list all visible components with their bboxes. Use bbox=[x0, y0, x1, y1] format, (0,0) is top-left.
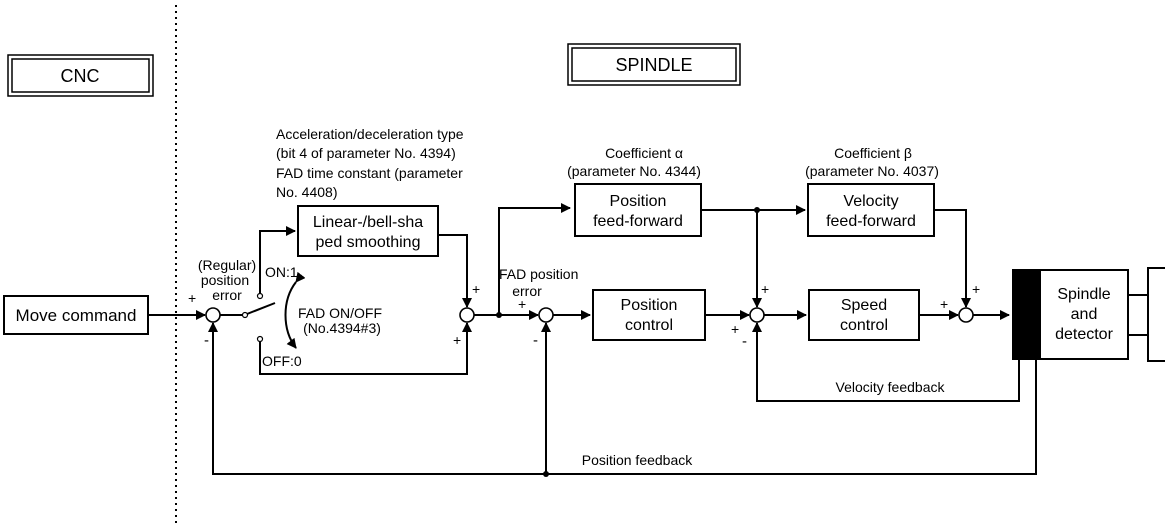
sj2-plus-bottom: + bbox=[453, 332, 461, 348]
sj3-minus: - bbox=[533, 332, 538, 349]
accel-note-3: FAD time constant (parameter bbox=[276, 165, 463, 181]
fad-error-line2: error bbox=[512, 283, 542, 299]
spindle-line2: and bbox=[1071, 306, 1098, 323]
branch-to-pos-ff bbox=[498, 203, 571, 315]
sj5-plus-left: + bbox=[940, 296, 948, 312]
sj4-minus: - bbox=[742, 333, 747, 350]
coef-alpha-line2: (parameter No. 4344) bbox=[567, 163, 701, 179]
switch-blade bbox=[246, 302, 276, 315]
accel-note-4: No. 4408) bbox=[276, 184, 337, 200]
position-feedback-wire bbox=[208, 322, 1037, 475]
vel-ff-line2: feed-forward bbox=[826, 213, 916, 230]
fad-error-line1: FAD position bbox=[499, 266, 578, 282]
speed-control-block bbox=[808, 289, 920, 341]
summing-junction-4 bbox=[749, 307, 765, 323]
pos-ff-line1: Position bbox=[610, 193, 667, 210]
switch-toggle-arrow bbox=[284, 271, 306, 349]
fad-switch-line1: FAD ON/OFF bbox=[298, 305, 382, 321]
sj1-minus: - bbox=[204, 332, 209, 349]
pos-ff-line2: feed-forward bbox=[593, 213, 683, 230]
regular-error-line3: error bbox=[212, 287, 242, 303]
motor-bracket bbox=[1147, 267, 1165, 362]
velocity-feedback-label: Velocity feedback bbox=[836, 379, 946, 395]
vel-ff-to-sj5 bbox=[934, 209, 971, 308]
pos-control-line2: control bbox=[625, 317, 673, 334]
switch-on-contact bbox=[256, 292, 264, 300]
sj1-plus: + bbox=[188, 290, 196, 306]
coef-alpha-line1: Coefficient α bbox=[605, 145, 683, 161]
sj4-plus-top: + bbox=[761, 281, 769, 297]
fad-switch-line2: (No.4394#3) bbox=[303, 320, 381, 336]
pos-control-block bbox=[592, 289, 706, 341]
smoothing-block bbox=[297, 205, 439, 257]
summing-junction-2 bbox=[459, 307, 475, 323]
summing-junction-5 bbox=[958, 307, 974, 323]
summing-junction-1 bbox=[205, 307, 221, 323]
regular-error-line2: position bbox=[201, 272, 249, 288]
smoothing-line2: ped smoothing bbox=[316, 234, 421, 251]
accel-note-1: Acceleration/deceleration type bbox=[276, 126, 464, 142]
off-path-wire bbox=[259, 322, 472, 375]
switch-off-contact bbox=[256, 335, 264, 343]
vel-ff-block bbox=[807, 183, 935, 237]
switch-off-label: OFF:0 bbox=[262, 353, 302, 369]
sj3-plus: + bbox=[518, 296, 526, 312]
smoothing-to-sj2 bbox=[438, 234, 472, 308]
speed-control-line1: Speed bbox=[841, 297, 887, 314]
velocity-feedback-wire bbox=[752, 322, 1020, 402]
coef-beta-line1: Coefficient β bbox=[834, 145, 912, 161]
pos-control-line1: Position bbox=[621, 297, 678, 314]
cnc-label: CNC bbox=[61, 66, 100, 86]
regular-error-line1: (Regular) bbox=[198, 257, 256, 273]
move-command-label: Move command bbox=[16, 306, 137, 325]
coef-beta-line2: (parameter No. 4037) bbox=[805, 163, 939, 179]
on-path-wire bbox=[259, 226, 296, 293]
spindle-label: SPINDLE bbox=[615, 55, 692, 75]
accel-note-2: (bit 4 of parameter No. 4394) bbox=[276, 145, 456, 161]
sj2-plus-top: + bbox=[472, 281, 480, 297]
switch-on-label: ON:1 bbox=[265, 264, 298, 280]
vel-ff-line1: Velocity bbox=[843, 193, 898, 210]
speed-control-line2: control bbox=[840, 317, 888, 334]
sj5-plus-top: + bbox=[972, 281, 980, 297]
summing-junction-3 bbox=[538, 307, 554, 323]
position-feedback-label: Position feedback bbox=[582, 452, 694, 468]
smoothing-line1: Linear-/bell-sha bbox=[313, 214, 423, 231]
spindle-drive-bar bbox=[1012, 269, 1041, 360]
switch-pivot bbox=[241, 311, 249, 319]
sj4-plus-left: + bbox=[731, 321, 739, 337]
spindle-line1: Spindle bbox=[1057, 286, 1110, 303]
spindle-line3: detector bbox=[1055, 326, 1113, 343]
spindle-detector-block bbox=[1039, 269, 1129, 360]
spindle-label-box: SPINDLE bbox=[567, 43, 741, 86]
cnc-label-box: CNC bbox=[7, 54, 154, 97]
